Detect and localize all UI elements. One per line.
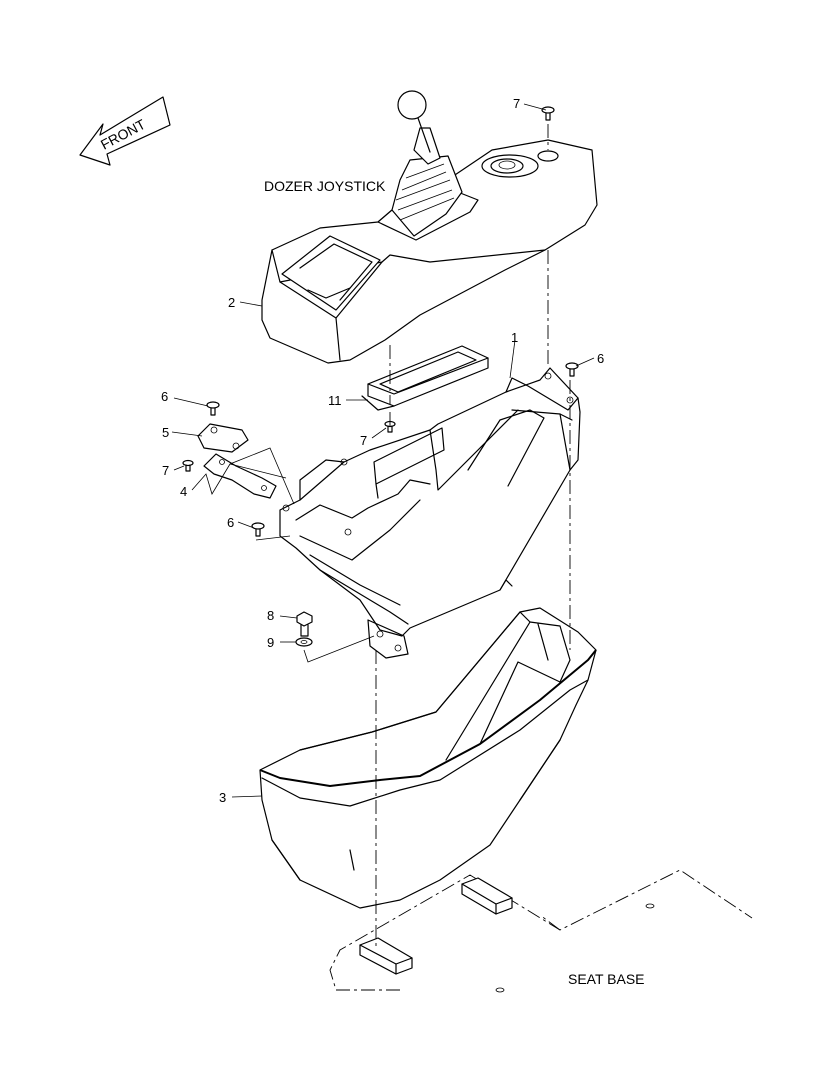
- callout-4: 4: [180, 484, 187, 499]
- callout-6-lower: 6: [227, 515, 234, 530]
- callout-8: 8: [267, 608, 274, 623]
- screw-top-right: [541, 106, 555, 121]
- leader-lines: [171, 103, 595, 798]
- callout-1: 1: [511, 330, 518, 345]
- console-bracket: [279, 367, 581, 659]
- callout-2: 2: [228, 295, 235, 310]
- front-arrow: FRONT: [79, 96, 171, 166]
- switch-bezel: [361, 345, 489, 411]
- washer-9: [295, 637, 313, 647]
- dozer-joystick-label: DOZER JOYSTICK: [264, 178, 386, 194]
- callout-7-center: 7: [360, 433, 367, 448]
- bracket-4: [203, 453, 277, 499]
- screw-right: [565, 362, 579, 377]
- callout-6-left: 6: [161, 389, 168, 404]
- callout-3: 3: [219, 790, 226, 805]
- seat-base: [329, 869, 753, 993]
- plate-5: [197, 423, 249, 453]
- seat-base-label: SEAT BASE: [568, 971, 645, 987]
- dozer-joystick: [391, 90, 463, 237]
- screw-lower-left: [251, 522, 265, 537]
- callout-6-right: 6: [597, 351, 604, 366]
- bolt-8: [296, 611, 313, 637]
- callout-6-top: 7: [513, 96, 520, 111]
- callout-9: 9: [267, 635, 274, 650]
- screw-left: [206, 401, 220, 416]
- callout-numbers: 7 2 1 6 11 6 5 7 7 4 6 8 9 3: [161, 96, 604, 805]
- callout-5: 5: [162, 425, 169, 440]
- callout-7-left: 7: [162, 463, 169, 478]
- screw-7-left: [182, 459, 194, 472]
- lower-console-housing: [259, 607, 597, 909]
- callout-11: 11: [328, 393, 342, 408]
- centerlines: [375, 124, 571, 950]
